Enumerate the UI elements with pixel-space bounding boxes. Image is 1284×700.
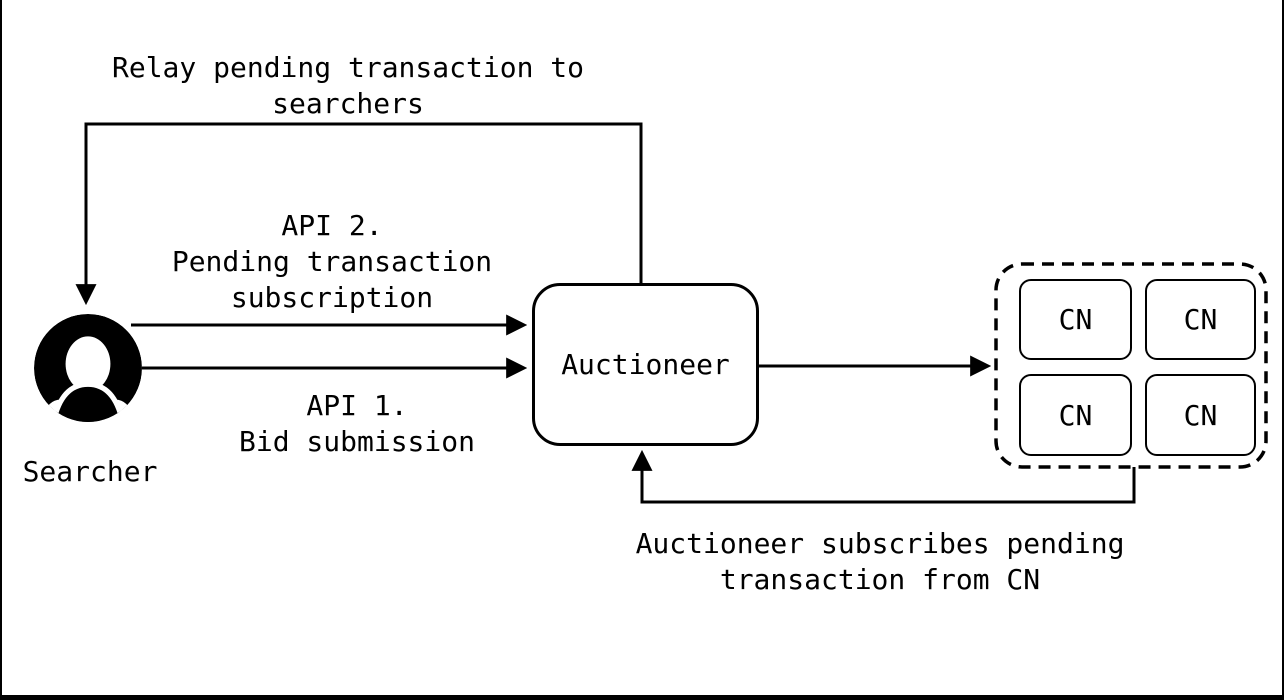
cn-node: CN (1145, 279, 1256, 360)
cn-node: CN (1145, 374, 1256, 456)
relay-connector (75, 122, 643, 306)
cn-label: CN (1058, 398, 1093, 432)
auctioneer-node: Auctioneer (532, 283, 759, 446)
cn-node: CN (1019, 374, 1132, 456)
relay-label: Relay pending transaction to searchers (111, 51, 584, 120)
api1-label: API 1. Bid submission (238, 389, 475, 458)
cn-label: CN (1183, 303, 1218, 336)
cn-to-auctioneer-arrow (631, 449, 1136, 504)
searcher-label: Searcher (22, 455, 158, 488)
cn-label: CN (1058, 303, 1093, 336)
auctioneer-label: Auctioneer (561, 348, 730, 381)
api2-label: API 2. Pending transaction subscription (171, 209, 493, 314)
cn-label: CN (1183, 398, 1218, 432)
user-icon (34, 314, 142, 422)
cn-node: CN (1019, 279, 1132, 360)
cn-cluster-border (994, 262, 1268, 469)
subscribe-label: Auctioneer subscribes pending transactio… (635, 527, 1125, 596)
